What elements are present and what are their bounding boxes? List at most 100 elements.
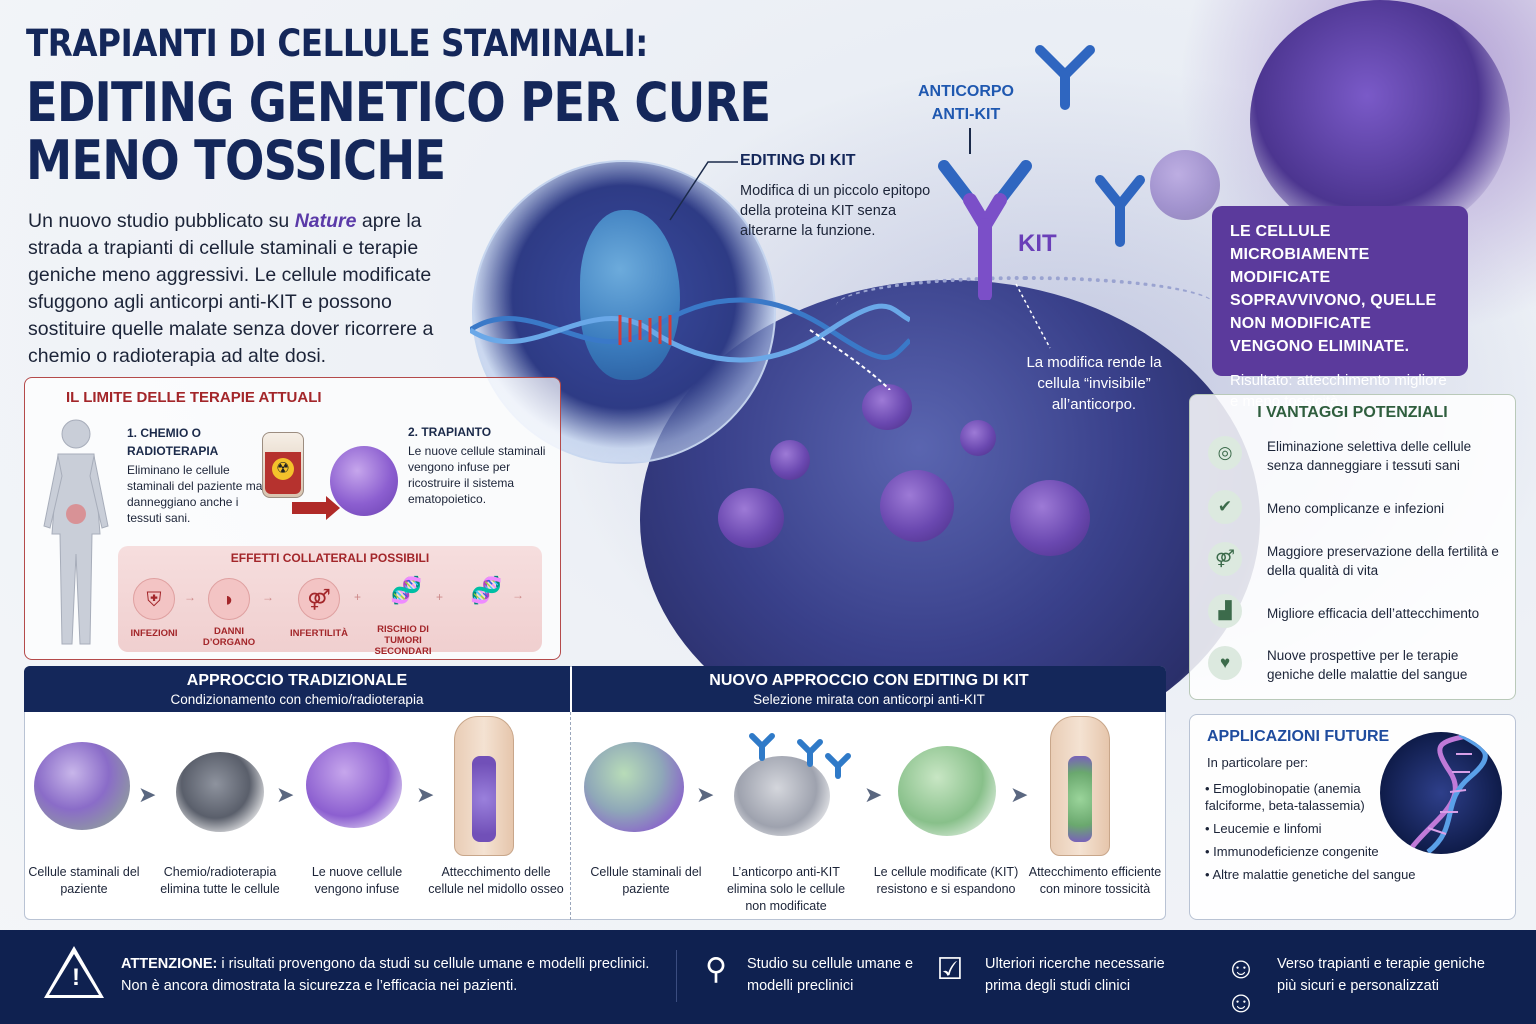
step-caption: Attecchimento efficiente con minore toss… — [1028, 865, 1162, 896]
clipboard-check-icon: ☑ — [936, 953, 964, 986]
invisible-callout-line — [1015, 283, 1051, 349]
step-caption: Cellule staminali del paziente — [28, 865, 140, 896]
cell-particle — [770, 440, 810, 480]
cell-membrane — [836, 276, 1216, 336]
step-caption: Le cellule modificate (KIT) resistono e … — [873, 865, 1019, 896]
virus-illustration — [1150, 150, 1220, 220]
section-divider — [570, 712, 571, 920]
applications-intro: In particolare per: — [1207, 755, 1309, 770]
infused-cells-icon — [306, 742, 402, 828]
dna-helix-image — [1380, 732, 1502, 854]
shield-virus-icon: ⛨ — [133, 578, 175, 620]
human-body-icon — [43, 419, 109, 645]
warning-label: ATTENZIONE: — [121, 956, 218, 972]
dna-strand-illustration — [470, 297, 910, 390]
gender-icon: ⚤ — [1208, 542, 1242, 576]
modified-cells-icon — [898, 746, 996, 836]
footer-item: Studio su cellule umane e modelli precli… — [747, 956, 914, 994]
antibody-label: ANTICORPO ANTI-KIT — [918, 80, 1014, 126]
arrow-icon: → — [184, 590, 196, 604]
advantage-text: Migliore efficacia dell’attecchimento — [1267, 606, 1480, 621]
applications-list: • Emoglobinopatie (anemia falciforme, be… — [1205, 780, 1416, 889]
result-box: LE CELLULE MICROBIAMENTE MODIFICATE SOPR… — [1212, 206, 1468, 410]
target-icon: ◎ — [1208, 436, 1242, 470]
antibody-icon — [1035, 45, 1095, 110]
kit-edit-title: EDITING DI KIT — [740, 152, 856, 169]
radiation-icon: ☢ — [272, 458, 294, 480]
advantages-title: I VANTAGGI POTENZIALI — [1257, 404, 1448, 421]
cell-particle — [862, 384, 912, 430]
cell-particle — [880, 470, 954, 542]
kit-edit-text: Modifica di un piccolo epitopo della pro… — [740, 183, 931, 239]
virus-large-illustration — [1250, 0, 1510, 240]
microscope-icon: ⚲ — [705, 953, 727, 986]
application-item: Emoglobinopatie (anemia falciforme, beta… — [1205, 781, 1365, 813]
step-caption: Cellule staminali del paziente — [590, 865, 702, 896]
antibody-label-line1: ANTICORPO — [918, 83, 1014, 100]
advantage-text: Nuove prospettive per le terapie geniche… — [1267, 648, 1468, 682]
intro-paragraph: Un nuovo studio pubblicato su Nature apr… — [28, 208, 468, 370]
step1-text: Eliminano le cellule staminali del pazie… — [127, 463, 263, 525]
kit-protein-illustration — [580, 210, 680, 380]
antibody-label-line2: ANTI-KIT — [931, 106, 1001, 123]
arrow-icon: → — [262, 590, 274, 604]
side-effect-label: INFEZIONI — [130, 628, 178, 639]
advantages-panel — [1189, 394, 1516, 700]
step-caption: Chemio/radioterapia elimina tutte le cel… — [160, 865, 280, 896]
gender-icon: ⚤ — [298, 578, 340, 620]
side-effect-label: RISCHIO DI TUMORI SECONDARI — [374, 624, 432, 657]
bone-marrow-fill — [472, 756, 496, 842]
list-item: • Leucemie e linfomi — [1205, 821, 1322, 836]
arrow-icon: + — [436, 590, 444, 604]
list-item: • Emoglobinopatie (anemia falciforme, be… — [1205, 781, 1365, 813]
traditional-title: APPROCCIO TRADIZIONALE — [186, 672, 408, 689]
cell-particle — [960, 420, 996, 456]
people-group-icon: ☺☺ — [1225, 952, 1257, 1019]
side-effects-title: EFFETTI COLLATERALI POSSIBILI — [230, 551, 430, 565]
dna-icon — [1407, 732, 1488, 854]
arrow-icon: ➤ — [276, 782, 295, 807]
application-item: Leucemie e linfomi — [1213, 821, 1322, 836]
arrow-icon: → — [512, 588, 524, 602]
warning-icon-inner — [49, 954, 99, 995]
antibody-kit-illustration — [938, 160, 1032, 300]
liver-icon: ◗ — [208, 578, 250, 620]
traditional-subtitle: Condizionamento con chemio/radioterapia — [170, 692, 424, 707]
callout-line — [669, 161, 738, 221]
page-title-line2b: MENO TOSSICHE — [26, 129, 446, 192]
footer-item: Ulteriori ricerche necessarie prima degl… — [985, 956, 1165, 994]
intro-post: apre la strada a trapianti di cellule st… — [28, 210, 434, 367]
growth-chart-icon: ▟ — [1208, 594, 1242, 628]
cell-particle — [1010, 480, 1090, 556]
new-approach-subtitle: Selezione mirata con anticorpi anti-KIT — [753, 692, 985, 707]
limits-title: IL LIMITE DELLE TERAPIE ATTUALI — [66, 389, 322, 406]
stem-cells-cluster-icon — [330, 446, 398, 516]
advantage-text: Eliminazione selettiva delle cellule sen… — [1267, 439, 1472, 473]
step-caption: Le nuove cellule vengono infuse — [311, 865, 403, 896]
applications-title: APPLICAZIONI FUTURE — [1207, 728, 1390, 745]
step1-title: 1. CHEMIO O RADIOTERAPIA — [127, 426, 219, 458]
antibodies-icon — [749, 733, 851, 779]
traditional-header: APPROCCIO TRADIZIONALE Condizionamento c… — [24, 666, 570, 712]
side-effect-label: INFERTILITÀ — [289, 628, 349, 639]
footer-item: Verso trapianti e terapie geniche più si… — [1277, 956, 1485, 994]
arrow-icon: + — [354, 590, 362, 604]
new-approach-header: NUOVO APPROCCIO CON EDITING DI KIT Selez… — [572, 666, 1166, 712]
application-item: Altre malattie genetiche del sangue — [1212, 867, 1416, 882]
patient-stem-cells-icon — [34, 742, 130, 830]
list-item: • Altre malattie genetiche del sangue — [1205, 867, 1416, 882]
step2-title: 2. TRAPIANTO — [408, 425, 492, 439]
heart-hand-icon: ♥ — [1208, 646, 1242, 680]
dna-icon: 🧬 — [390, 575, 423, 605]
advantage-text: Maggiore preservazione della fertilità e… — [1267, 544, 1499, 578]
footer-divider — [676, 950, 677, 1002]
antibody-icon — [1095, 175, 1145, 247]
warning-icon-mark: ! — [72, 964, 80, 991]
journal-name: Nature — [294, 210, 357, 232]
advantage-text: Meno complicanze e infezioni — [1267, 501, 1445, 516]
intro-pre: Un nuovo studio pubblicato su — [28, 210, 295, 232]
invisible-note: La modifica rende la cellula “invisibile… — [1026, 354, 1162, 413]
bone-marrow-fill — [1068, 756, 1092, 842]
arrow-icon — [292, 502, 328, 514]
new-approach-title: NUOVO APPROCCIO CON EDITING DI KIT — [709, 672, 1029, 689]
